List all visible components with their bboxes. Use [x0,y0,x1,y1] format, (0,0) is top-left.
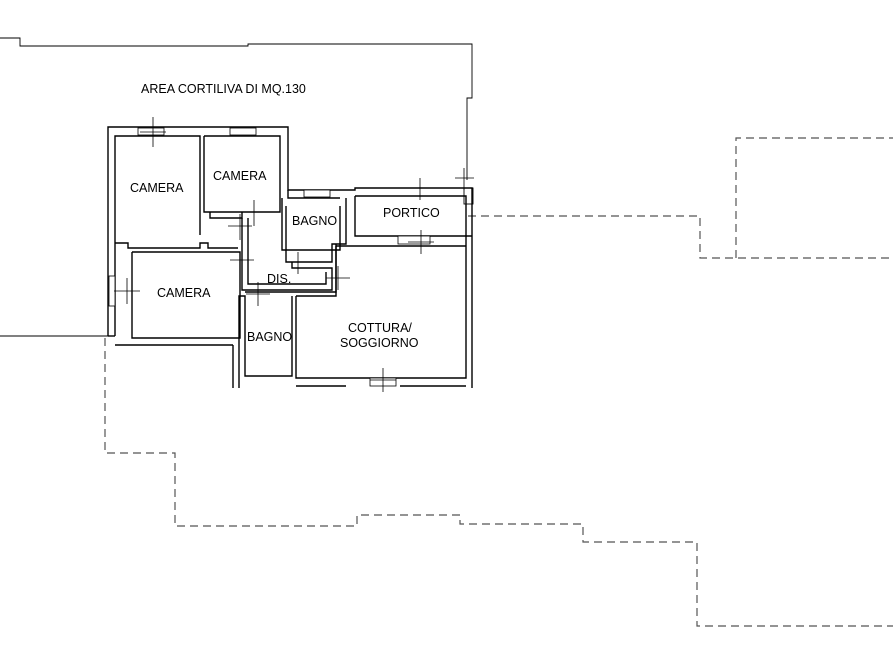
crosshair-markers [114,117,474,392]
room-label-bagno-1: BAGNO [292,214,337,228]
room-label-camera-2: CAMERA [213,169,267,183]
room-label-bagno-2: BAGNO [247,330,292,344]
courtyard-label: AREA CORTILIVA DI MQ.130 [141,82,306,96]
room-label-dis: DIS. [267,272,291,286]
room-label-portico: PORTICO [383,206,440,220]
room-label-camera-1: CAMERA [130,181,184,195]
dashed-boundary [104,137,893,627]
room-label-camera-3: CAMERA [157,286,211,300]
interior-walls [115,135,467,339]
room-label-soggiorno: SOGGIORNO [340,336,419,350]
room-label-cottura: COTTURA/ [348,321,412,335]
